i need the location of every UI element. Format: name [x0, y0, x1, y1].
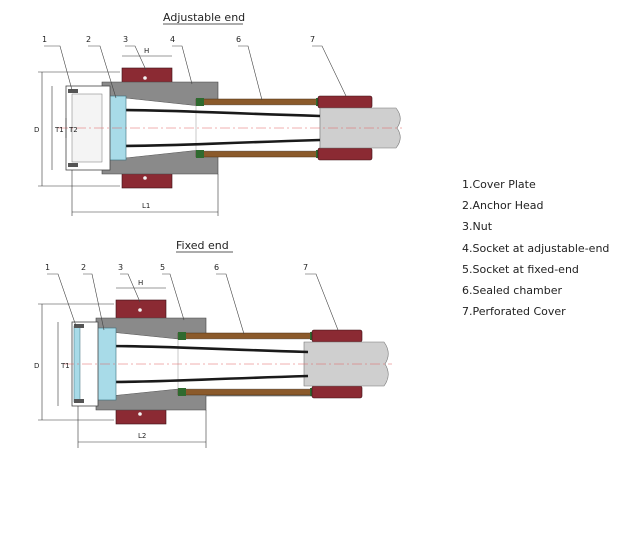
adjustable-end-assembly: Adjustable end — [34, 11, 402, 216]
adjustable-nut-bolt-top — [143, 76, 147, 80]
legend-item-socket-fixed-end: 5.Socket at fixed-end — [462, 262, 579, 276]
fixed-end-title: Fixed end — [176, 239, 229, 252]
fixed-strand-top — [103, 344, 309, 354]
fixed-perforated-cover-top — [311, 329, 363, 343]
adjustable-leader-6 — [238, 45, 263, 101]
fixed-dim-l2-label: L2 — [138, 432, 146, 440]
adjustable-dim-d-label: D — [34, 126, 39, 134]
fixed-pipe — [303, 341, 389, 387]
legend-item-anchor-head: 2.Anchor Head — [462, 199, 544, 213]
fixed-callout-3: 3 — [118, 263, 123, 272]
fixed-sealed-chamber-top — [177, 332, 315, 340]
adjustable-seal-left-bottom — [196, 150, 204, 158]
adjustable-callout-7: 7 — [310, 35, 315, 44]
fixed-dim-t1-label: T1 — [60, 362, 70, 370]
fixed-dim-h-label: H — [138, 279, 143, 287]
fixed-leader-5 — [162, 273, 185, 321]
fixed-leader-7 — [305, 273, 339, 331]
adjustable-leader-2 — [88, 45, 117, 99]
adjustable-seal-left-top — [196, 98, 204, 106]
adjustable-strand-top — [111, 108, 321, 118]
adjustable-end-title: Adjustable end — [163, 11, 245, 24]
adjustable-leader-3 — [125, 45, 147, 71]
adjustable-callout-2: 2 — [86, 35, 91, 44]
legend-item-perforated-cover: 7.Perforated Cover — [462, 305, 566, 319]
legend-item-cover-plate: 1.Cover Plate — [462, 178, 536, 191]
adjustable-sealed-chamber-bottom — [195, 150, 321, 158]
adjustable-dim-t2-label: T2 — [68, 126, 78, 134]
adjustable-dim-t1-label: T1 — [54, 126, 64, 134]
fixed-sealed-chamber-bottom — [177, 388, 315, 396]
adjustable-leader-1 — [44, 45, 73, 91]
adjustable-sealed-chamber-top — [195, 98, 321, 106]
adjustable-leader-4 — [172, 45, 193, 85]
fixed-cover-bolt-top — [74, 324, 84, 328]
fixed-end-assembly: Fixed end — [34, 239, 392, 448]
fixed-callout-5: 5 — [160, 263, 165, 272]
adjustable-callout-4: 4 — [170, 35, 175, 44]
fixed-strand-bottom — [103, 374, 309, 384]
legend-item-nut: 3.Nut — [462, 220, 493, 234]
adjustable-nut-bolt-bottom — [143, 176, 147, 180]
adjustable-dim-l1-label: L1 — [142, 202, 150, 210]
fixed-dim-d-label: D — [34, 362, 39, 370]
fixed-leader-6 — [216, 273, 245, 335]
parts-legend: 1.Cover Plate 2.Anchor Head 3.Nut 4.Sock… — [462, 174, 609, 322]
adjustable-cover-bolt-bottom — [68, 163, 78, 167]
fixed-leader-3 — [120, 273, 141, 303]
fixed-nut-bolt-top — [138, 308, 142, 312]
fixed-callout-7: 7 — [303, 263, 308, 272]
fixed-seal-left-top — [178, 332, 186, 340]
adjustable-perforated-cover-top — [317, 95, 373, 109]
fixed-perforated-cover-bottom — [311, 385, 363, 399]
adjustable-leader-7 — [312, 45, 347, 97]
fixed-leader-2 — [83, 273, 105, 331]
fixed-leader-1 — [47, 273, 77, 327]
fixed-callout-6: 6 — [214, 263, 219, 272]
adjustable-cover-bolt-top — [68, 89, 78, 93]
adjustable-dim-h-label: H — [144, 47, 149, 55]
adjustable-perforated-cover-bottom — [317, 147, 373, 161]
legend-item-socket-adjustable-end: 4.Socket at adjustable-end — [462, 241, 610, 255]
fixed-cover-bolt-bottom — [74, 399, 84, 403]
fixed-nut-bolt-bottom — [138, 412, 142, 416]
adjustable-callout-6: 6 — [236, 35, 241, 44]
fixed-callout-1: 1 — [45, 263, 50, 272]
fixed-seal-left-bottom — [178, 388, 186, 396]
adjustable-strand-bottom — [111, 138, 321, 148]
adjustable-callout-3: 3 — [123, 35, 128, 44]
fixed-callout-2: 2 — [81, 263, 86, 272]
adjustable-callout-1: 1 — [42, 35, 47, 44]
legend-item-sealed-chamber: 6.Sealed chamber — [462, 283, 563, 297]
